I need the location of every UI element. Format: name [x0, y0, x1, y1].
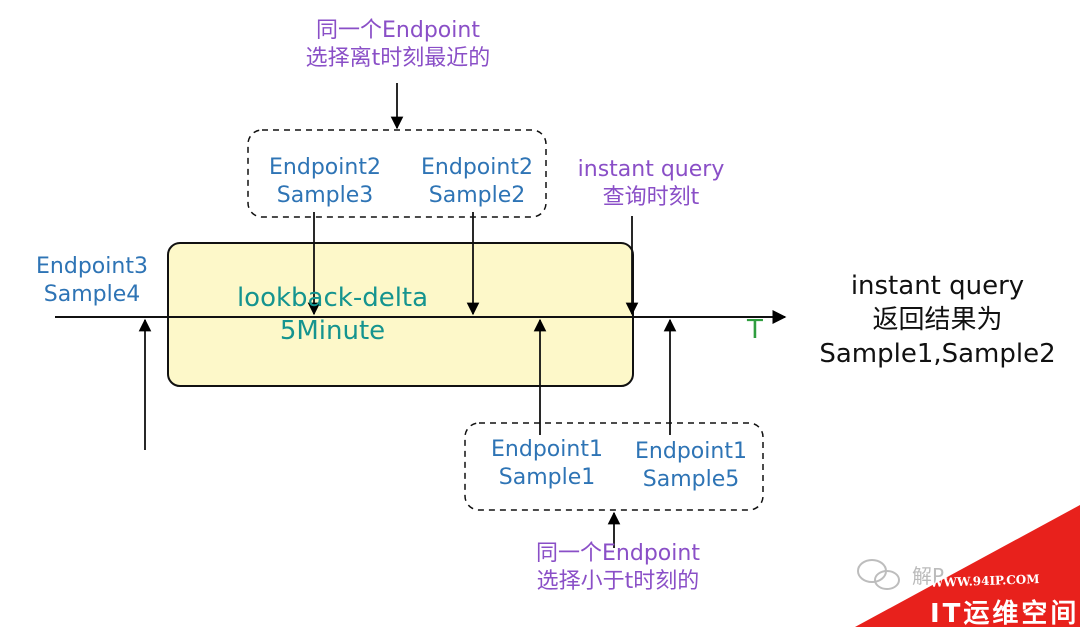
bottom-note: 同一个Endpoint 选择小于t时刻的 [503, 540, 733, 595]
top-endpoint2-group [247, 129, 547, 218]
bottom-endpoint1-group [464, 422, 764, 511]
query-result-line3: Sample1,Sample2 [819, 338, 1056, 369]
endpoint2-sample3-line2: Sample3 [276, 182, 374, 208]
top-note-line1: 同一个Endpoint [316, 18, 480, 43]
endpoint3-sample4-line2: Sample4 [43, 281, 141, 307]
endpoint3-sample4-label: Endpoint3 Sample4 [22, 253, 162, 308]
lookback-window-line2: 5Minute [279, 315, 386, 346]
watermark-red-banner [855, 505, 1080, 627]
endpoint1-sample1-line1: Endpoint1 [491, 437, 603, 462]
endpoint1-sample5-label: Endpoint1 Sample5 [616, 438, 766, 493]
top-note: 同一个Endpoint 选择离t时刻最近的 [280, 17, 516, 72]
query-time-line2: 查询时刻t [602, 184, 700, 210]
endpoint1-sample5-line2: Sample5 [642, 466, 740, 492]
watermark-text: 解P [912, 564, 945, 588]
top-note-line2: 选择离t时刻最近的 [305, 45, 491, 71]
watermark-brand: IT运维空间 [930, 599, 1080, 629]
endpoint1-sample5-line1: Endpoint1 [635, 439, 747, 464]
bottom-note-line1: 同一个Endpoint [536, 541, 700, 566]
lookback-window-line1: lookback-delta [236, 283, 429, 313]
endpoint1-sample1-line2: Sample1 [498, 464, 596, 490]
query-result-text: instant query 返回结果为 Sample1,Sample2 [800, 270, 1075, 371]
endpoint2-sample2-label: Endpoint2 Sample2 [402, 154, 552, 209]
time-axis-label: T [747, 315, 763, 345]
endpoint2-sample2-line2: Sample2 [428, 182, 526, 208]
endpoint3-sample4-line1: Endpoint3 [36, 254, 148, 279]
lookback-window-label: lookback-delta 5Minute [210, 282, 455, 347]
query-result-line2: 返回结果为 [872, 304, 1003, 335]
query-time-line1: instant query [577, 157, 725, 182]
query-time-label: instant query 查询时刻t [566, 156, 736, 211]
endpoint2-sample3-line1: Endpoint2 [269, 155, 381, 180]
endpoint2-sample3-label: Endpoint2 Sample3 [250, 154, 400, 209]
endpoint2-sample2-line1: Endpoint2 [421, 155, 533, 180]
bottom-note-line2: 选择小于t时刻的 [536, 568, 700, 594]
wechat-icon [857, 559, 900, 590]
query-result-line1: instant query [850, 271, 1025, 301]
endpoint1-sample1-label: Endpoint1 Sample1 [472, 436, 622, 491]
